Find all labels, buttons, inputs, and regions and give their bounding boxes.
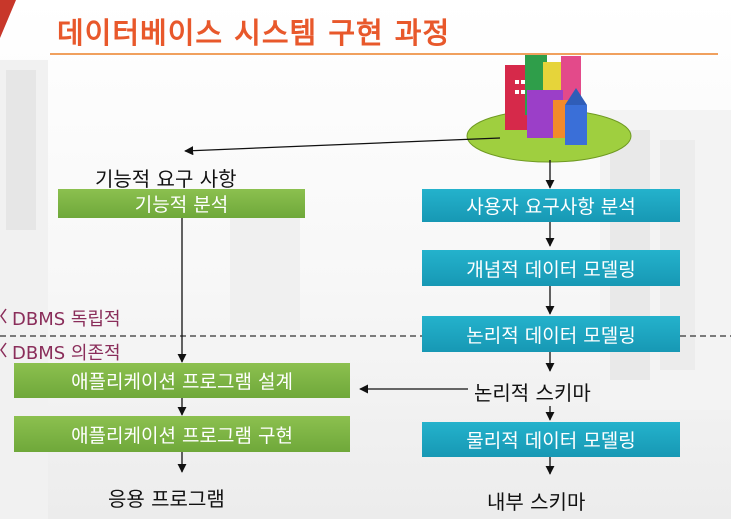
physical-modeling-box: 물리적 데이터 모델링 bbox=[422, 422, 680, 457]
application-program-label: 응용 프로그램 bbox=[108, 487, 225, 511]
dbms-independent-label: DBMS 독립적 bbox=[12, 309, 121, 330]
internal-schema-label: 내부 스키마 bbox=[487, 490, 586, 514]
user-requirements-analysis-box: 사용자 요구사항 분석 bbox=[422, 189, 680, 222]
conceptual-modeling-box: 개념적 데이터 모델링 bbox=[422, 250, 680, 286]
app-design-box: 애플리케이션 프로그램 설계 bbox=[14, 363, 350, 398]
corner-accent bbox=[0, 0, 16, 38]
database-buildings-icon bbox=[466, 55, 632, 163]
title-underline bbox=[50, 53, 718, 55]
functional-analysis-box: 기능적 분석 bbox=[58, 189, 305, 218]
page-title: 데이터베이스 시스템 구현 과정 bbox=[57, 16, 451, 50]
app-implementation-box: 애플리케이션 프로그램 구현 bbox=[14, 416, 350, 452]
logical-schema-label: 논리적 스키마 bbox=[474, 381, 591, 405]
dbms-dependent-label: DBMS 의존적 bbox=[12, 343, 121, 364]
logical-modeling-box: 논리적 데이터 모델링 bbox=[422, 316, 680, 352]
functional-requirements-label: 기능적 요구 사항 bbox=[95, 167, 237, 191]
